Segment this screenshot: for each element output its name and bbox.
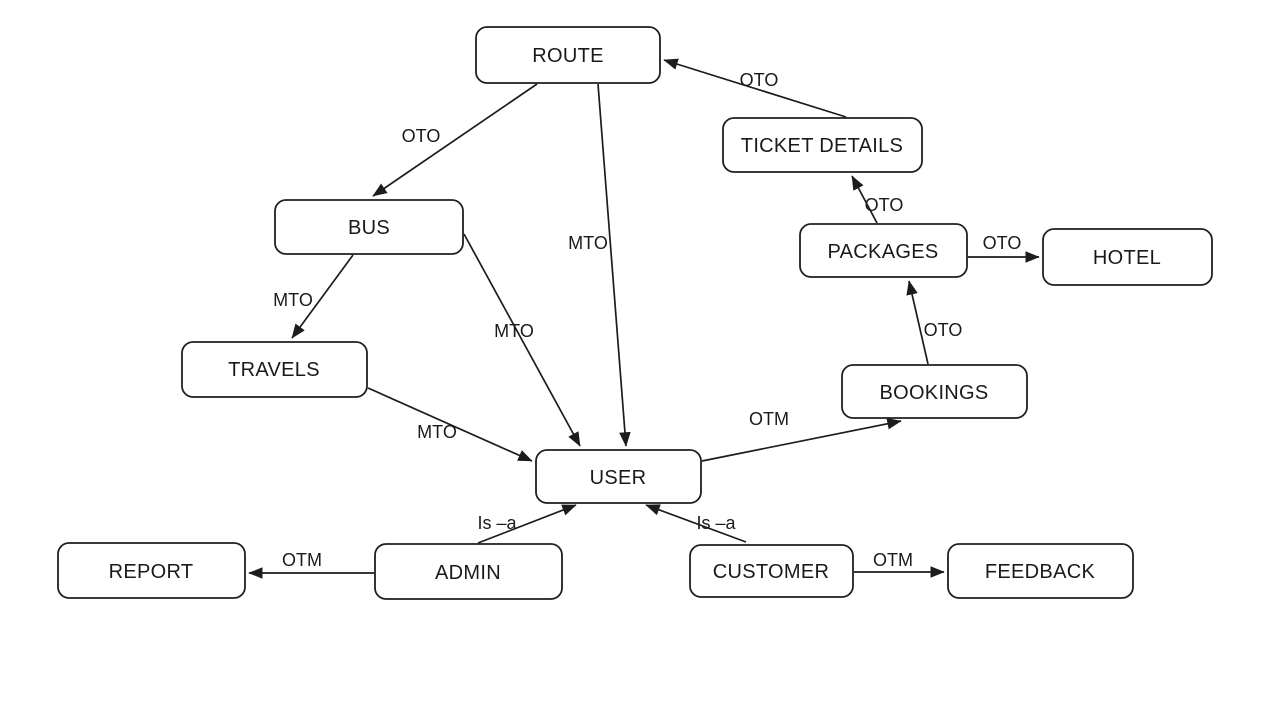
entity-bus-box: [274, 199, 464, 255]
entity-ticket-details-label: TICKET DETAILS: [741, 135, 903, 157]
edge-customer-user-label: Is –a: [696, 513, 736, 533]
edge-user-bookings: OTM: [701, 409, 902, 462]
edge-packages-ticketdetails: OTO: [851, 175, 904, 224]
entity-packages-box: [799, 223, 968, 278]
entity-ticket-details: TICKET DETAILS: [722, 117, 923, 173]
entity-user: USER: [535, 449, 702, 504]
entity-packages-label: PACKAGES: [828, 241, 939, 263]
edge-customer-feedback-label: OTM: [873, 550, 913, 570]
edge-route-user-line: [597, 83, 631, 447]
edge-travels-user-label: MTO: [417, 422, 457, 442]
edge-admin-user-label: Is –a: [477, 513, 517, 533]
edge-route-bus-line: [372, 83, 538, 197]
edge-travels-user-line: [367, 387, 533, 462]
entity-feedback-box: [947, 543, 1134, 599]
entity-report-label: REPORT: [109, 561, 194, 583]
entity-user-label: USER: [590, 467, 647, 489]
edge-user-bookings-label: OTM: [749, 409, 789, 429]
edge-customer-user-line: [645, 504, 747, 543]
edge-bus-travels: MTO: [273, 254, 354, 339]
entity-bookings: BOOKINGS: [841, 364, 1028, 419]
entity-hotel-label: HOTEL: [1093, 247, 1161, 269]
edge-bus-user: MTO: [463, 233, 581, 447]
entity-bus-label: BUS: [348, 217, 390, 239]
edge-packages-ticketdetails-label: OTO: [865, 195, 904, 215]
edge-admin-user: Is –a: [477, 504, 577, 544]
entity-route-label: ROUTE: [532, 45, 604, 67]
entity-travels-label: TRAVELS: [228, 359, 320, 381]
entity-bookings-box: [841, 364, 1028, 419]
entity-customer: CUSTOMER: [689, 544, 854, 598]
entity-ticket-details-box: [722, 117, 923, 173]
entity-bus: BUS: [274, 199, 464, 255]
entity-feedback-label: FEEDBACK: [985, 561, 1096, 583]
entity-route: ROUTE: [475, 26, 661, 84]
edge-bus-user-line: [463, 233, 581, 447]
entity-travels-box: [181, 341, 368, 398]
entity-admin-label: ADMIN: [435, 562, 501, 584]
edge-packages-hotel-label: OTO: [983, 233, 1022, 253]
entity-admin: ADMIN: [374, 543, 563, 600]
edge-user-bookings-line: [701, 418, 902, 462]
edge-bookings-packages-label: OTO: [924, 320, 963, 340]
edge-route-user-label: MTO: [568, 233, 608, 253]
entity-user-box: [535, 449, 702, 504]
entity-hotel: HOTEL: [1042, 228, 1213, 286]
edge-ticketdetails-route-line: [663, 58, 847, 118]
entity-feedback: FEEDBACK: [947, 543, 1134, 599]
edge-route-bus-label: OTO: [402, 126, 441, 146]
entity-report-box: [57, 542, 246, 599]
entity-travels: TRAVELS: [181, 341, 368, 398]
edge-admin-report-label: OTM: [282, 550, 322, 570]
entity-customer-label: CUSTOMER: [713, 561, 829, 583]
edge-ticketdetails-route-label: OTO: [740, 70, 779, 90]
edge-bus-user-label: MTO: [494, 321, 534, 341]
edge-route-bus: OTO: [372, 83, 538, 197]
entity-route-box: [475, 26, 661, 84]
edge-customer-user: Is –a: [645, 504, 747, 543]
entity-bookings-label: BOOKINGS: [879, 382, 988, 404]
entity-packages: PACKAGES: [799, 223, 968, 278]
edge-bookings-packages-line: [906, 280, 929, 365]
edge-bookings-packages: OTO: [906, 280, 963, 365]
edge-travels-user: MTO: [367, 387, 533, 462]
edge-route-user: MTO: [568, 83, 631, 447]
edge-bus-travels-line: [291, 254, 354, 339]
edge-customer-feedback: OTM: [854, 550, 945, 578]
edge-packages-hotel: OTO: [968, 233, 1040, 263]
entity-admin-box: [374, 543, 563, 600]
edge-admin-report: OTM: [248, 550, 374, 579]
entity-customer-box: [689, 544, 854, 598]
entity-report: REPORT: [57, 542, 246, 599]
entity-hotel-box: [1042, 228, 1213, 286]
edge-packages-ticketdetails-line: [851, 175, 878, 224]
edge-bus-travels-label: MTO: [273, 290, 313, 310]
edge-admin-user-line: [477, 504, 577, 544]
edge-ticketdetails-route: OTO: [663, 58, 847, 118]
